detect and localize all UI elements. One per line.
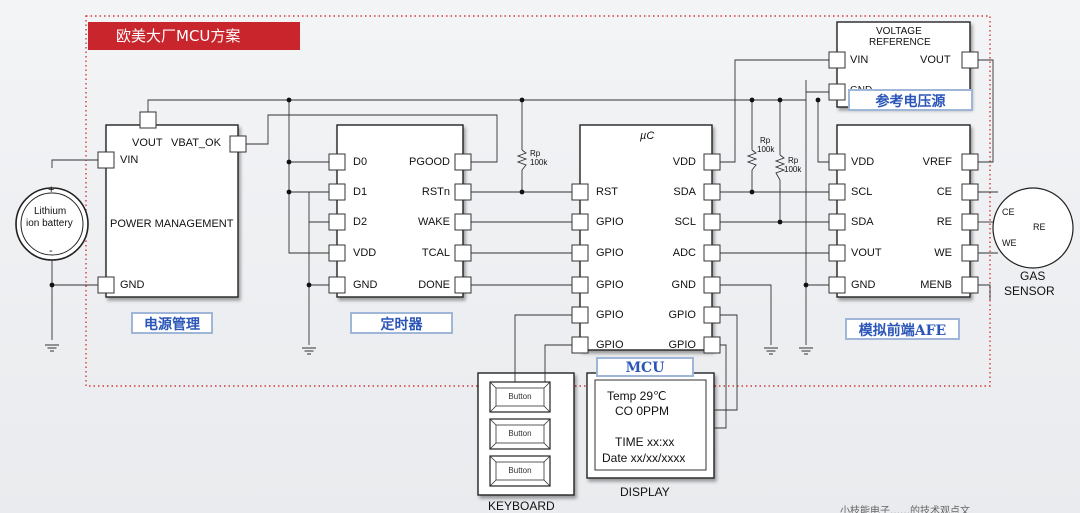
battery-label-line2: ion battery [26,218,73,229]
mcu-pin-gpio-l5: GPIO [596,339,624,351]
diagram-title: 欧美大厂MCU方案 [88,22,300,50]
gas-sensor-symbol [992,187,1074,269]
mcu-pin-gpio-r1: GPIO [668,309,696,321]
mcu-solution-boundary [85,15,991,387]
sensor-re: RE [1033,222,1046,232]
vref-name-line2: REFERENCE [869,37,931,48]
rp2-value: 100k [757,145,775,154]
sensor-ce: CE [1002,207,1015,217]
display-line-temp: Temp 29℃ [607,389,667,403]
afe-pin-sda: SDA [851,216,874,228]
keyboard-button-2: Button [508,429,532,438]
sensor-we: WE [1002,238,1017,248]
display-name: DISPLAY [620,485,670,499]
mcu-pin-rst: RST [596,186,618,198]
afe-pin-menb: MENB [920,279,952,291]
timer-pin-tcal: TCAL [421,247,450,259]
mcu-pin-gpio-r2: GPIO [668,339,696,351]
sensor-name-line1: GAS [1020,269,1046,283]
afe-pin-scl: SCL [851,186,873,198]
mcu-pin-adc: ADC [672,247,696,259]
vref-vout-label: VOUT [920,54,951,66]
afe-block [836,124,971,298]
display-line-time: TIME xx:xx [615,435,675,449]
timer-pin-d0: D0 [353,156,368,168]
mcu-pin-gpio-l2: GPIO [596,247,624,259]
rp1-name: Rp [530,149,541,158]
keyboard-name: KEYBOARD [488,499,555,513]
rp3-name: Rp [788,156,799,165]
mcu-pin-gnd: GND [671,279,696,291]
pm-gnd-label: GND [120,279,145,291]
timer-pin-d1: D1 [353,186,368,198]
timer-pin-pgood: PGOOD [409,156,450,168]
pm-vbat-ok-label: VBAT_OK [171,137,221,149]
timer-pin-d2: D2 [353,216,368,228]
mcu-pin-gpio-l1: GPIO [596,216,624,228]
pm-vout-label: VOUT [132,137,163,149]
mcu-block [579,124,713,351]
battery-plus: + [48,184,55,196]
lithium-battery-symbol [15,187,89,261]
timer-pin-gnd: GND [353,279,378,291]
mcu-label-cn: MCU [596,357,694,377]
vref-label-cn: 参考电压源 [848,89,973,111]
mcu-name: µC [640,130,655,142]
power-management-block [105,124,239,298]
mcu-pin-gpio-l3: GPIO [596,279,624,291]
display-screen [594,379,707,471]
pm-label-cn: 电源管理 [131,312,213,334]
rp2-name: Rp [760,136,771,145]
keyboard-button-3: Button [508,466,532,475]
keyboard-buttons [489,381,551,487]
display-line-co: CO 0PPM [615,404,670,418]
battery-label-line1: Lithium [34,206,67,217]
keyboard-button-1: Button [508,392,532,401]
mcu-pin-scl: SCL [674,216,696,228]
afe-pin-vdd: VDD [851,156,875,168]
mcu-pin-sda: SDA [673,186,696,198]
afe-pin-gnd: GND [851,279,876,291]
afe-pin-re: RE [936,216,952,228]
timer-label-cn: 定时器 [350,312,453,334]
mcu-pin-vdd: VDD [672,156,696,168]
afe-pin-vref: VREF [922,156,952,168]
footer-caption: 小枝能电子……的技术观点文 [840,506,970,513]
sensor-name-line2: SENSOR [1004,284,1055,298]
battery-minus: - [49,245,53,257]
vref-name-line1: VOLTAGE [876,26,922,37]
rp1-value: 100k [530,158,548,167]
pm-name: POWER MANAGEMENT [110,218,234,230]
afe-pin-vout: VOUT [851,247,882,259]
timer-pin-done: DONE [418,279,450,291]
afe-label-cn: 模拟前端AFE [845,318,960,340]
vref-vin-label: VIN [850,54,869,66]
rp3-value: 100k [784,165,802,174]
afe-pin-we: WE [934,247,952,259]
timer-pin-wake: WAKE [418,216,450,228]
timer-block [336,124,464,298]
timer-pin-rstn: RSTn [421,186,450,198]
display-line-date: Date xx/xx/xxxx [602,451,686,465]
pm-vin-label: VIN [120,154,139,166]
timer-pin-vdd: VDD [353,247,377,259]
mcu-pin-gpio-l4: GPIO [596,309,624,321]
afe-pin-ce: CE [936,186,952,198]
